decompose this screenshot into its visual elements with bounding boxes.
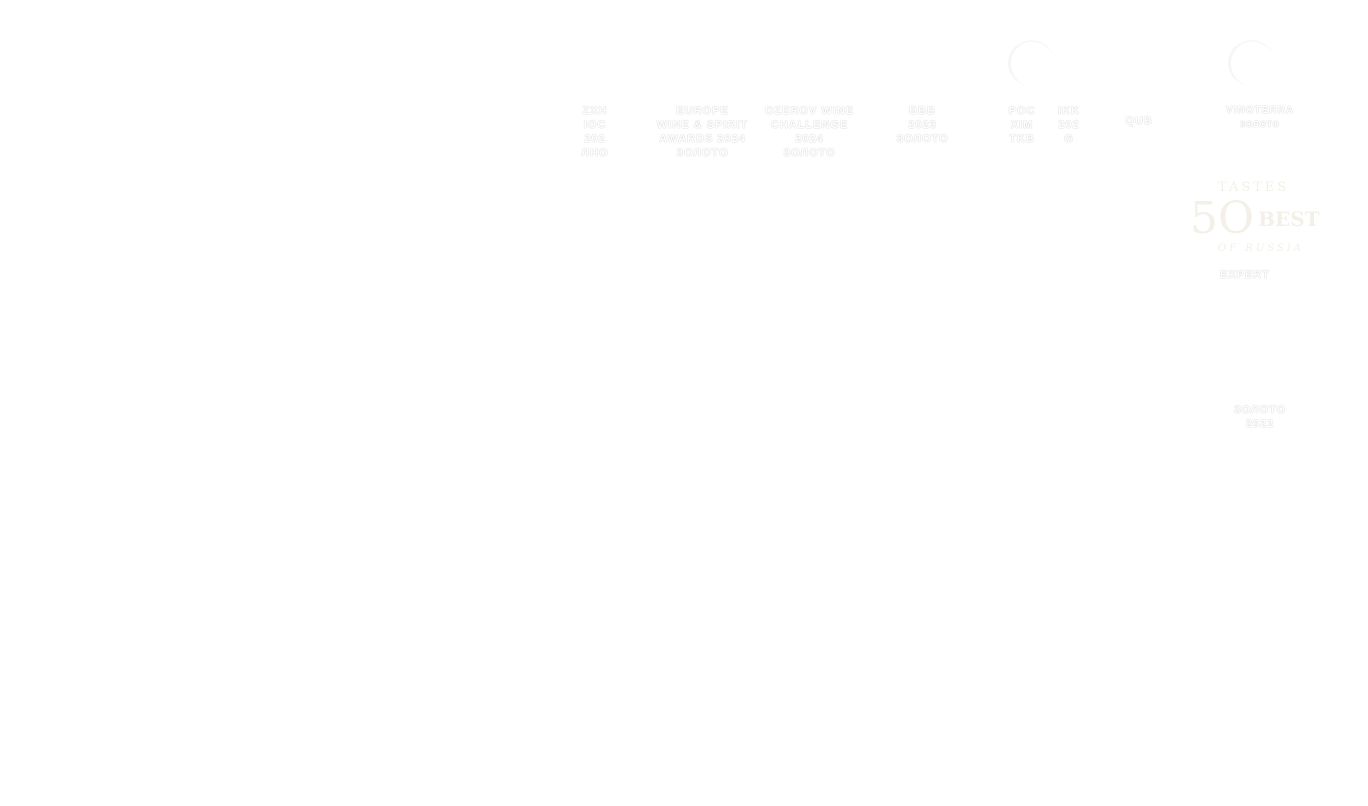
logo-bottom-text: OF RUSSIA xyxy=(1218,243,1304,254)
award-caption: Vinoterra Золото xyxy=(1210,104,1310,132)
award-line: 2024 xyxy=(795,133,824,145)
award-caption: IKK 202 G xyxy=(1052,104,1086,146)
award-line: 202 xyxy=(584,133,606,145)
award-caption: Ozerov Wine Challenge 2024 Золото xyxy=(762,104,857,160)
award-caption: Europe Wine & Spirit Awards 2024 Золото xyxy=(645,104,760,160)
logo-top-text: TASTES xyxy=(1218,180,1290,195)
award-line: Золото xyxy=(1240,120,1280,129)
award-line: Wine & Spirit xyxy=(656,119,749,131)
award-line: Vinoterra xyxy=(1226,105,1294,116)
award-line: G xyxy=(1064,133,1074,145)
medal-image xyxy=(1008,40,1055,86)
award-line: 202 xyxy=(1058,119,1080,131)
logo-word: BEST xyxy=(1258,207,1320,231)
award-caption: Золото 2022 xyxy=(1210,403,1310,431)
award-line: ZXH xyxy=(582,105,608,117)
award-caption: Expert xyxy=(1210,268,1280,282)
tastes-of-russia-logo: TASTES 5O BEST OF RUSSIA xyxy=(1190,180,1320,256)
award-line: Золото xyxy=(896,133,949,145)
award-caption: BBB 2023 Золото xyxy=(880,104,965,146)
award-line: IOC xyxy=(583,119,607,131)
award-line: Europe xyxy=(676,105,729,117)
medal-image xyxy=(1228,40,1275,86)
award-line: 2022 xyxy=(1245,418,1275,430)
award-line: ЛНО xyxy=(581,147,609,159)
award-line: Золото xyxy=(676,147,729,159)
award-line: Expert xyxy=(1219,269,1270,281)
award-line: 2023 xyxy=(908,119,937,131)
award-line: Золото xyxy=(1233,404,1287,416)
award-line: TKB xyxy=(1009,133,1035,145)
award-line: Awards 2024 xyxy=(659,133,746,145)
award-line: Ozerov Wine xyxy=(764,105,855,117)
award-line: POC xyxy=(1008,105,1036,117)
award-line: QUB xyxy=(1125,115,1153,127)
award-caption: QUB xyxy=(1122,114,1156,128)
award-caption: POC XIM TKB xyxy=(1005,104,1039,146)
logo-number: 5O xyxy=(1190,193,1255,244)
award-line: Challenge xyxy=(770,119,849,131)
award-caption: ZXH IOC 202 ЛНО xyxy=(575,104,615,160)
award-line: BBB xyxy=(909,105,936,117)
logo-main-row: 5O BEST xyxy=(1190,193,1320,244)
award-line: Золото xyxy=(783,147,836,159)
award-line: IKK xyxy=(1058,105,1080,117)
award-line: XIM xyxy=(1010,119,1034,131)
